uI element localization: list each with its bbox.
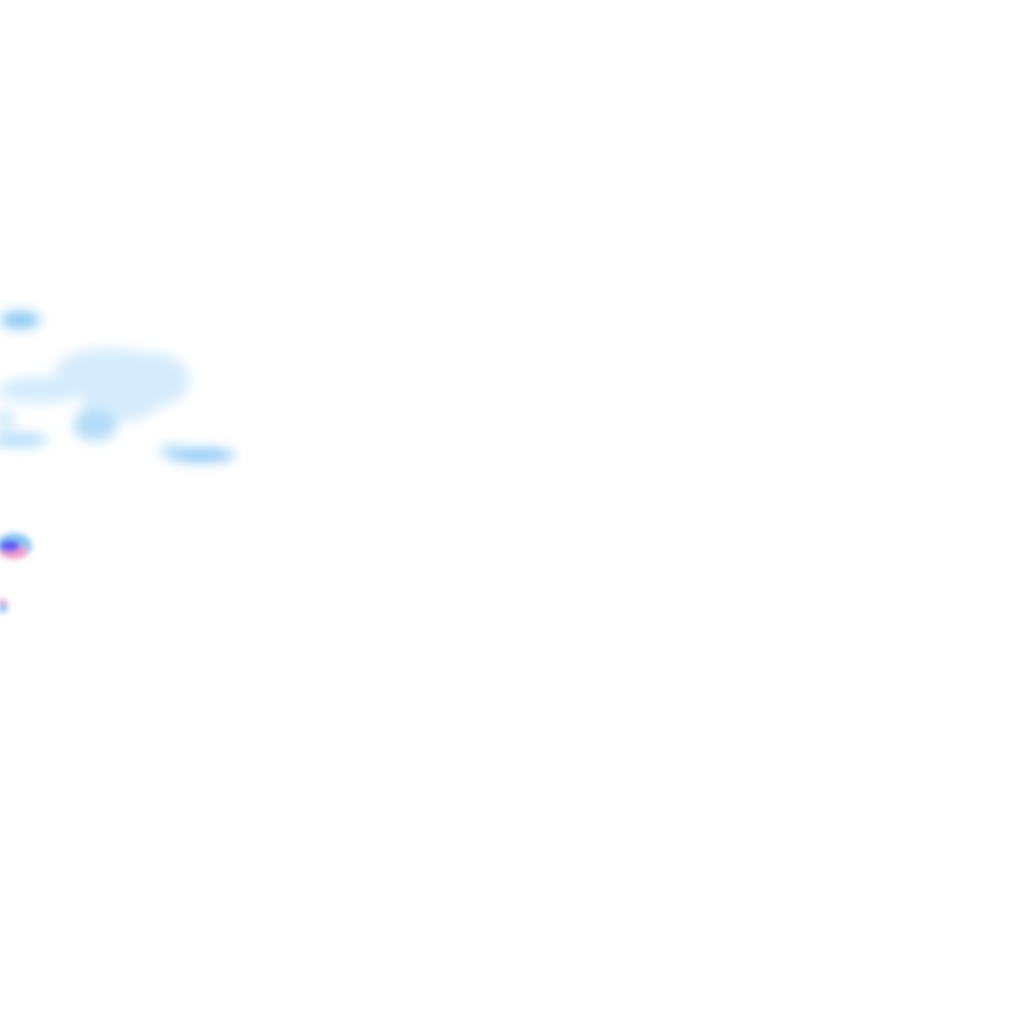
light-precipitation-area (0, 311, 235, 462)
rain-cell (0, 376, 82, 404)
heavy-precipitation-area (0, 533, 32, 613)
rain-cell (73, 409, 117, 441)
rain-cell (0, 311, 40, 329)
rain-cell (0, 433, 48, 447)
rain-cell (0, 540, 20, 552)
rain-cell (158, 445, 186, 455)
rain-cell (0, 408, 15, 432)
rain-cell (0, 600, 7, 606)
